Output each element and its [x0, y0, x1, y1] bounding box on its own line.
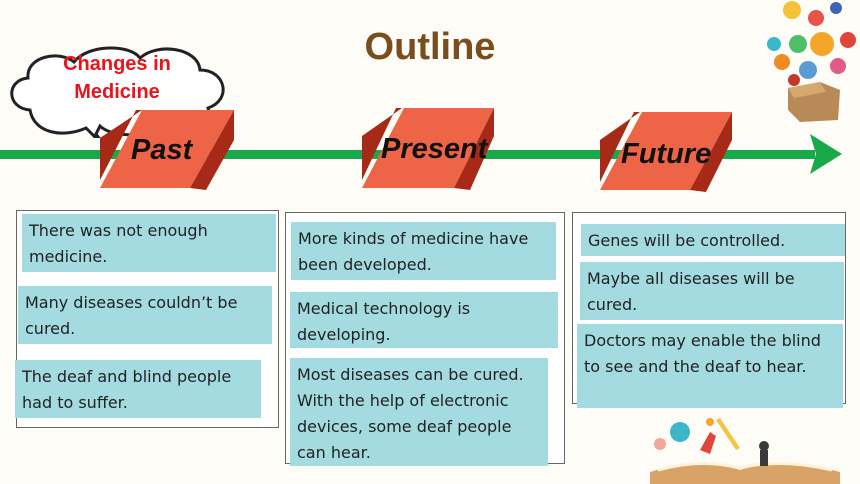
- label-past: Past: [131, 134, 193, 166]
- cloud-label: Changes in Medicine: [63, 53, 171, 103]
- present-note-2: Medical technology is developing.: [290, 292, 558, 348]
- social-icons-cluster-icon: [767, 1, 856, 122]
- past-note-1: There was not enough medicine.: [22, 214, 276, 272]
- present-note-3: Most diseases can be cured. With the hel…: [290, 358, 548, 466]
- future-note-2: Maybe all diseases will be cured.: [580, 262, 844, 320]
- past-note-3: The deaf and blind people had to suffer.: [15, 360, 261, 418]
- future-note-1: Genes will be controlled.: [581, 224, 845, 256]
- future-note-3: Doctors may enable the blind to see and …: [577, 324, 843, 408]
- future-slab: [600, 112, 732, 192]
- present-note-1: More kinds of medicine have been develop…: [291, 222, 556, 280]
- past-slab: [100, 110, 234, 190]
- slide-title: Outline: [364, 26, 496, 68]
- present-slab: [362, 108, 494, 190]
- reading-book-illustration-icon: [650, 418, 840, 484]
- past-note-2: Many diseases couldn’t be cured.: [18, 286, 272, 344]
- label-future: Future: [621, 138, 712, 170]
- label-present: Present: [381, 133, 488, 165]
